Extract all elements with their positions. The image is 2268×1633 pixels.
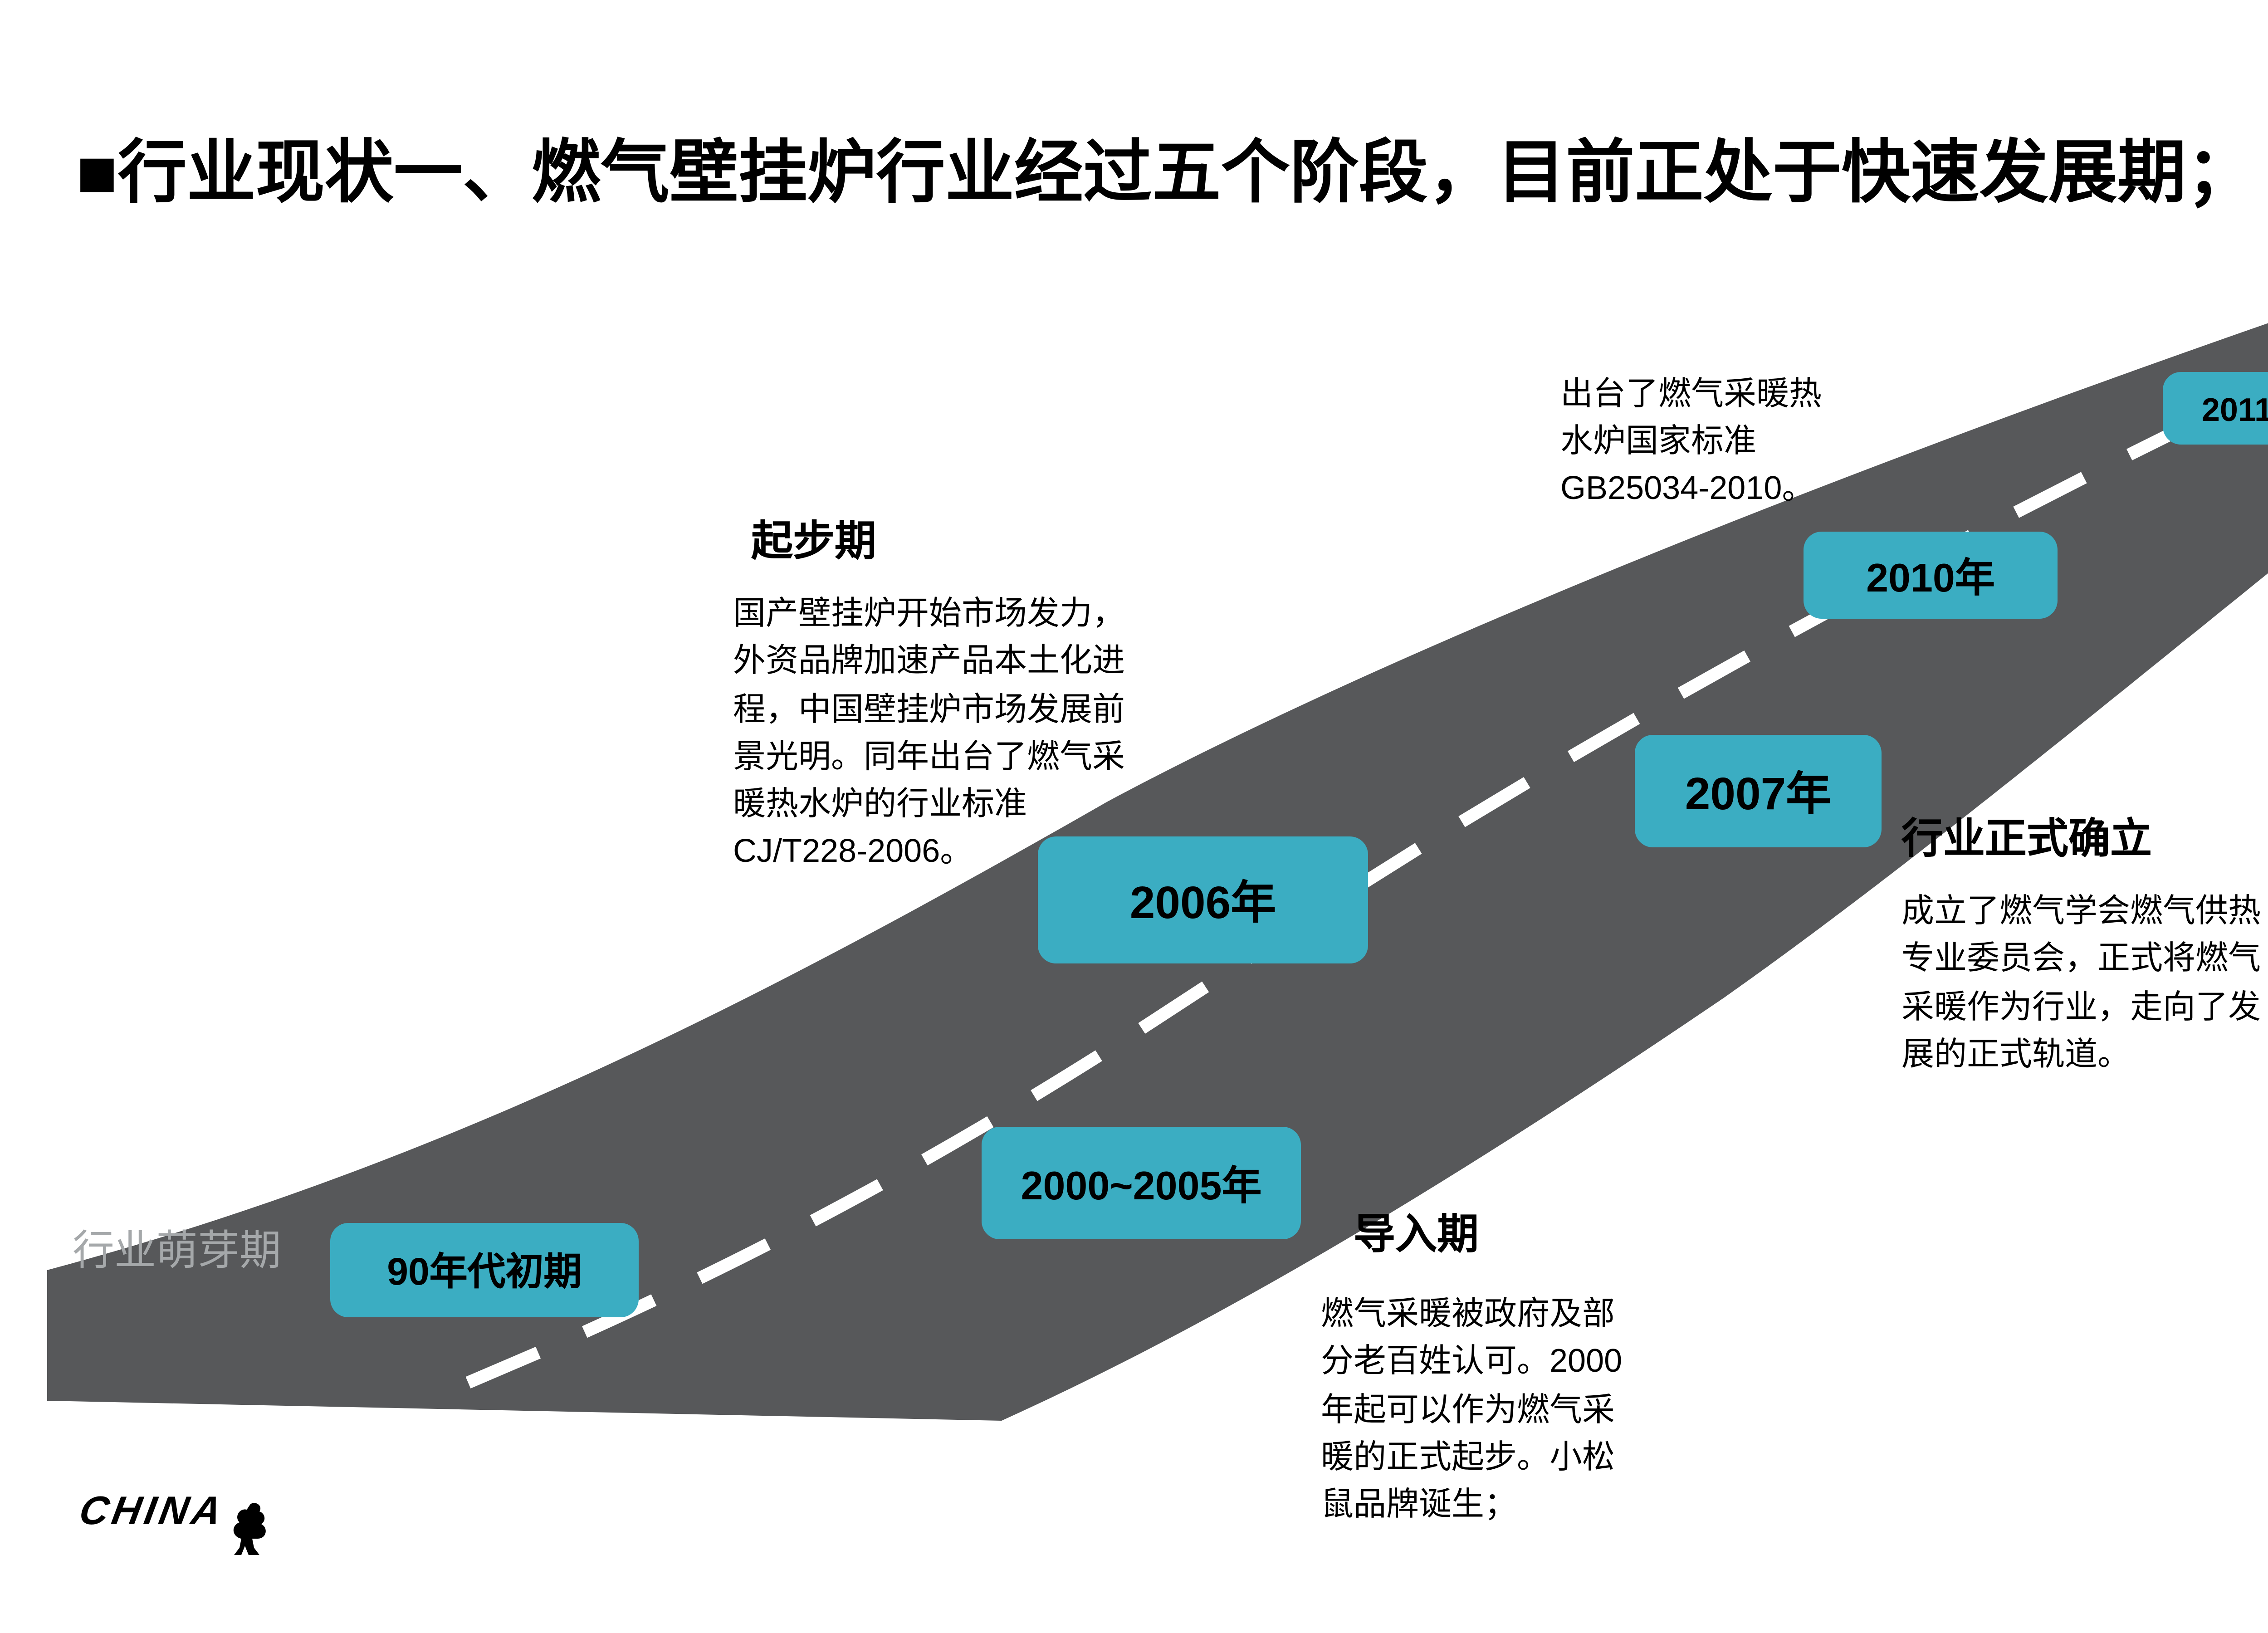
milestone-badge-2007: 2007年 xyxy=(1635,735,1882,847)
annotation-title: 导入期 xyxy=(1354,1210,1479,1257)
annotation-national-standard: 出台了燃气采暖热水炉国家标准GB25034-2010。 xyxy=(1560,370,1833,512)
milestone-badge-label: 2006年 xyxy=(1129,878,1276,929)
brand-logo-text: CHINA xyxy=(76,1488,229,1533)
annotation-body: 成立了燃气学会燃气供热专业委员会，正式将燃气采暖作为行业，走向了发展的正式轨道。 xyxy=(1901,893,2261,1072)
milestone-badge-label: 2011年— xyxy=(2201,392,2268,428)
stage-label-sprout: 行业萌芽期 xyxy=(73,1227,281,1274)
squirrel-icon xyxy=(233,1503,265,1555)
milestone-badge-label: 2007年 xyxy=(1685,769,1832,820)
brand-logo: CHINA xyxy=(76,1488,272,1555)
milestone-badge-label: 90年代初期 xyxy=(387,1252,582,1294)
milestone-badge-1990s: 90年代初期 xyxy=(330,1223,639,1317)
milestone-badge-label: 2000~2005年 xyxy=(1021,1163,1262,1208)
annotation-title: 行业正式确立 xyxy=(1901,815,2152,862)
annotation-body: 出台了燃气采暖热水炉国家标准GB25034-2010。 xyxy=(1560,376,1822,507)
annotation-industry-established: 行业正式确立 成立了燃气学会燃气供热专业委员会，正式将燃气采暖作为行业，走向了发… xyxy=(1901,809,2268,1077)
annotation-title: 起步期 xyxy=(751,517,876,564)
milestone-badge-2006: 2006年 xyxy=(1038,836,1368,963)
slide-title: ■行业现状一、燃气壁挂炉行业经过五个阶段，目前正处于快速发展期； xyxy=(76,136,2255,212)
milestone-badge-label: 2010年 xyxy=(1866,555,1995,601)
annotation-startup-stage: 起步期 国产壁挂炉开始市场发力，外资品牌加速产品本土化进程，中国壁挂炉市场发展前… xyxy=(733,512,1147,875)
milestone-badge-2000-2005: 2000~2005年 xyxy=(982,1127,1301,1239)
milestone-badge-2010: 2010年 xyxy=(1804,532,2058,619)
annotation-introduction-stage: 导入期 燃气采暖被政府及部分老百姓认可。2000年起可以作为燃气采暖的正式起步。… xyxy=(1321,1205,1640,1527)
annotation-body: 燃气采暖被政府及部分老百姓认可。2000年起可以作为燃气采暖的正式起步。小松鼠品… xyxy=(1321,1296,1623,1522)
milestone-badge-2011: 2011年— xyxy=(2163,372,2268,445)
annotation-body: 国产壁挂炉开始市场发力，外资品牌加速产品本土化进程，中国壁挂炉市场发展前景光明。… xyxy=(733,596,1125,869)
